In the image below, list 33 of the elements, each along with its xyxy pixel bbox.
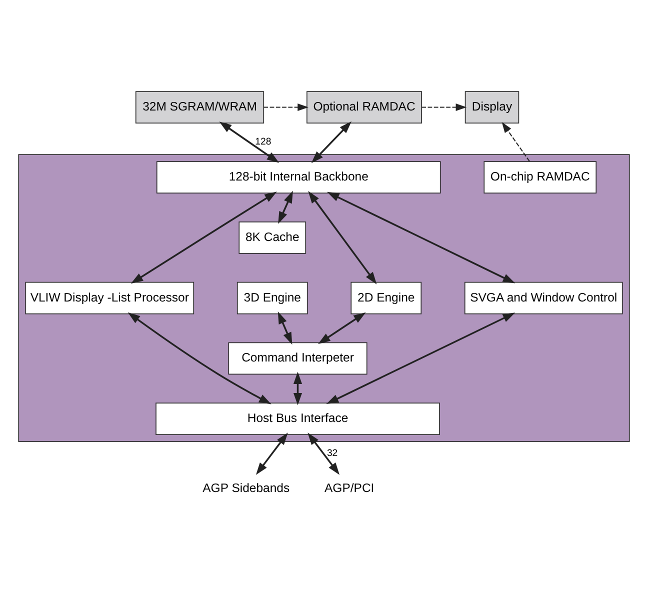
node-box: Optional RAMDAC [306, 90, 422, 123]
arrow [326, 312, 516, 404]
arrow [219, 121, 280, 162]
arrow [308, 190, 377, 284]
arrow [264, 102, 308, 111]
arrow [293, 371, 302, 405]
node-box: Display [464, 90, 520, 123]
node-box: On-chip RAMDAC [484, 160, 597, 193]
node-box: 32M SGRAM/WRAM [135, 90, 264, 123]
node-box: VLIW Display -List Processor [25, 281, 194, 314]
arrow [278, 190, 293, 224]
arrow [308, 432, 340, 474]
node-box: 3D Engine [236, 281, 308, 314]
arrow [128, 312, 272, 404]
node-box: 128-bit Internal Backbone [156, 160, 441, 193]
cluster [18, 154, 630, 442]
arrow [130, 191, 277, 284]
arrow [256, 432, 288, 474]
arrow [311, 120, 352, 163]
node-box: SVGA and Window Control [464, 281, 623, 314]
node-box: 2D Engine [350, 281, 422, 314]
node-box: 8K Cache [238, 220, 306, 254]
node-text: AGP/PCI [324, 480, 374, 494]
arrow [327, 191, 516, 283]
arrow [422, 102, 467, 111]
arrow [318, 312, 366, 344]
arrow [502, 121, 530, 162]
node-box: Host Bus Interface [156, 402, 440, 434]
node-text: AGP Sidebands [202, 480, 290, 494]
edge-label: 128 [255, 136, 272, 148]
node-box: Command Interpeter [228, 342, 368, 374]
arrow [278, 311, 292, 344]
edge-label: 32 [326, 448, 338, 459]
